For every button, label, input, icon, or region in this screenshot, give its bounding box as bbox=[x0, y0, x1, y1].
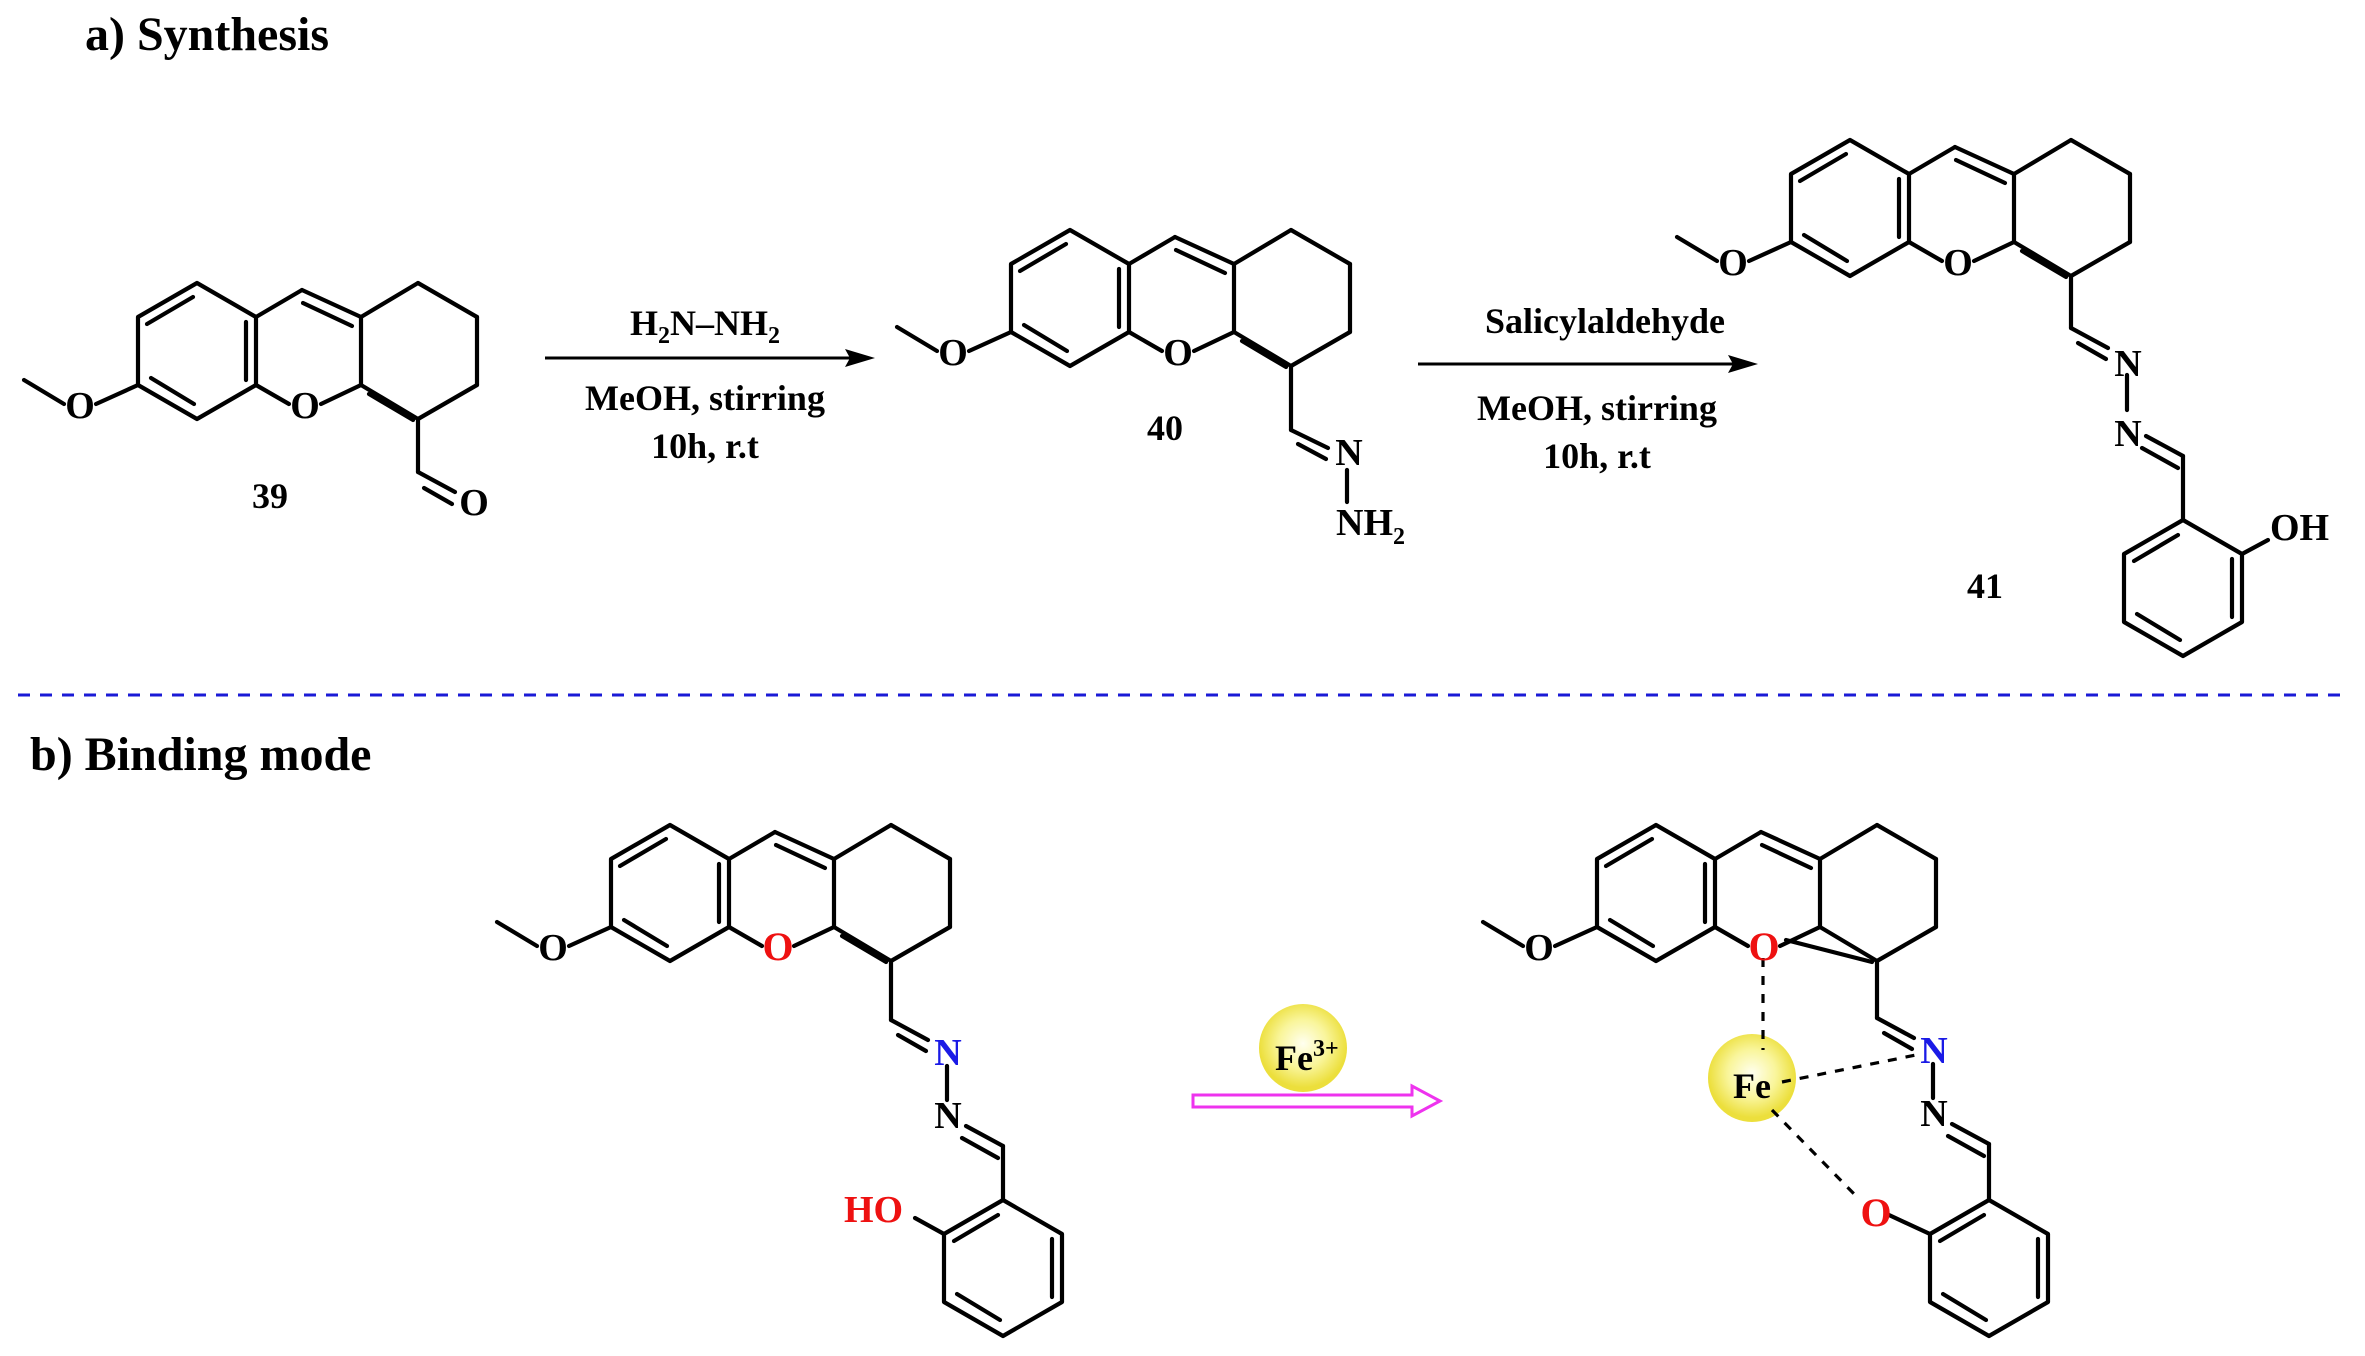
compound-label-41: 41 bbox=[1967, 566, 2003, 606]
synthesis-title: a) Synthesis bbox=[85, 8, 329, 61]
atom-label-phenolate-oxygen: O bbox=[1860, 1190, 1891, 1235]
compound-39-structure: O O O bbox=[21, 280, 489, 524]
compound-label-40: 40 bbox=[1147, 408, 1183, 448]
atom-label-oxygen-coordinated: O bbox=[1748, 924, 1779, 969]
atom-label-oxygen-highlighted: O bbox=[762, 924, 793, 969]
atom-label-nitrogen-coordinated: N bbox=[1920, 1030, 1947, 1072]
atom-label-nitrogen: N bbox=[2114, 413, 2141, 455]
step-2-reagent: Salicylaldehyde bbox=[1485, 301, 1725, 341]
step-1-reagent: H2N–NH2 bbox=[630, 303, 780, 349]
compound-41-structure: O O N N OH bbox=[1674, 137, 2329, 659]
step-2-time: 10h, r.t bbox=[1543, 436, 1651, 476]
reaction-arrow-step-2 bbox=[1418, 355, 1758, 373]
atom-label-nitrogen: N bbox=[934, 1095, 961, 1137]
free-ligand-structure: O O N N HO bbox=[494, 822, 1065, 1339]
step-1-conditions: MeOH, stirring bbox=[585, 378, 825, 418]
atom-label-nitrogen: N bbox=[1920, 1093, 1947, 1135]
step-2-conditions: MeOH, stirring bbox=[1477, 388, 1717, 428]
iron-ion-glow bbox=[1259, 1004, 1347, 1092]
atom-label-oxygen: O bbox=[538, 927, 568, 969]
binding-arrow bbox=[1191, 1083, 1444, 1119]
step-1-time: 10h, r.t bbox=[651, 426, 759, 466]
atom-label-nitrogen: N bbox=[2114, 343, 2141, 385]
atom-label-oxygen: O bbox=[1943, 242, 1973, 284]
iron-ion-label: Fe3+ bbox=[1275, 1036, 1339, 1078]
atom-label-amine: NH2 bbox=[1336, 502, 1405, 550]
atom-label-oxygen: O bbox=[1718, 242, 1748, 284]
atom-label-oxygen: O bbox=[65, 385, 95, 427]
atom-label-oxygen: O bbox=[1163, 332, 1193, 374]
iron-complex-structure: O O N N O Fe bbox=[1480, 822, 2051, 1339]
atom-label-nitrogen-highlighted: N bbox=[934, 1032, 961, 1074]
atom-label-hydroxyl-highlighted: HO bbox=[844, 1189, 903, 1231]
atom-label-oxygen: O bbox=[938, 332, 968, 374]
compound-label-39: 39 bbox=[252, 476, 288, 516]
atom-label-oxygen: O bbox=[1524, 927, 1554, 969]
binding-mode-title: b) Binding mode bbox=[30, 728, 371, 781]
iron-center-glow bbox=[1708, 1034, 1796, 1122]
reaction-arrow-step-1 bbox=[545, 349, 875, 367]
compound-40-structure: O O N NH2 bbox=[894, 227, 1405, 550]
atom-label-oxygen: O bbox=[290, 385, 320, 427]
iron-center-label: Fe bbox=[1733, 1066, 1771, 1106]
atom-label-nitrogen: N bbox=[1335, 432, 1362, 474]
atom-label-hydroxyl: OH bbox=[2270, 507, 2329, 549]
atom-label-oxygen: O bbox=[459, 482, 489, 524]
